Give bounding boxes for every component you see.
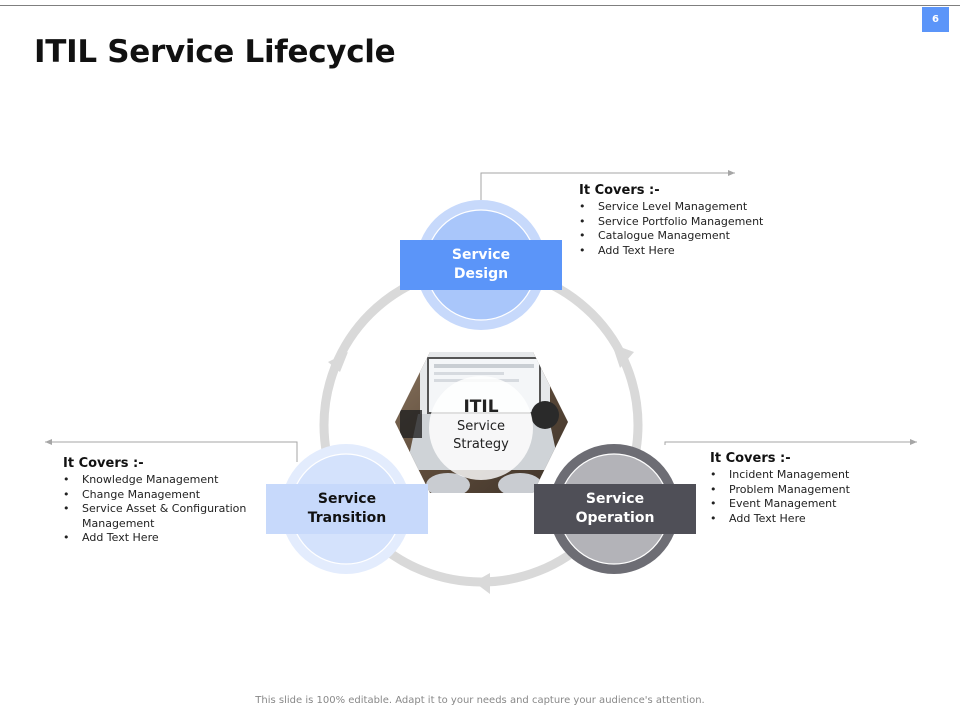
- design-covers-block: It Covers :- Service Level Management Se…: [579, 183, 769, 258]
- service-operation-box: Service Operation: [534, 484, 696, 534]
- page-number-badge: 6: [922, 7, 949, 32]
- service-design-box: Service Design: [400, 240, 562, 290]
- service-operation-line2: Operation: [575, 510, 655, 526]
- service-operation-line1: Service: [585, 491, 645, 507]
- connector-lines: [45, 172, 917, 462]
- operation-covers-block: It Covers :- Incident Management Problem…: [710, 451, 900, 526]
- service-transition-line2: Transition: [307, 510, 387, 526]
- service-transition-line1: Service: [317, 491, 377, 507]
- design-covers-heading: It Covers :-: [579, 183, 660, 198]
- list-item: Change Management: [63, 488, 253, 503]
- list-item: Catalogue Management: [579, 229, 769, 244]
- service-transition-box: Service Transition: [266, 484, 428, 534]
- top-rule: [0, 5, 960, 6]
- operation-covers-list: Incident Management Problem Management E…: [710, 468, 900, 526]
- transition-covers-list: Knowledge Management Change Management S…: [63, 473, 253, 546]
- strategy-label: ITIL Service Strategy: [441, 396, 521, 454]
- transition-covers-block: It Covers :- Knowledge Management Change…: [63, 456, 253, 546]
- footer-note: This slide is 100% editable. Adapt it to…: [255, 695, 705, 706]
- list-item: Add Text Here: [63, 531, 253, 546]
- operation-covers-heading: It Covers :-: [710, 451, 791, 466]
- list-item: Event Management: [710, 497, 900, 512]
- list-item: Knowledge Management: [63, 473, 253, 488]
- transition-covers-heading: It Covers :-: [63, 456, 144, 471]
- list-item: Service Level Management: [579, 200, 769, 215]
- list-item: Service Asset & Configuration Management: [63, 502, 253, 531]
- service-design-line2: Design: [453, 266, 509, 282]
- list-item: Problem Management: [710, 483, 900, 498]
- strategy-subtitle-line2: Strategy: [453, 437, 509, 452]
- list-item: Incident Management: [710, 468, 900, 483]
- service-design-line1: Service: [451, 247, 511, 263]
- list-item: Service Portfolio Management: [579, 215, 769, 230]
- ring-arrow-bottom: [474, 573, 490, 594]
- design-covers-list: Service Level Management Service Portfol…: [579, 200, 769, 258]
- strategy-title: ITIL: [463, 397, 499, 417]
- strategy-subtitle-line1: Service: [456, 419, 506, 434]
- connector-arrow-design: [728, 170, 735, 176]
- ring-arrow-right: [612, 344, 634, 368]
- strategy-center-disc: [429, 376, 533, 480]
- list-item: Add Text Here: [710, 512, 900, 527]
- page-title: ITIL Service Lifecycle: [34, 34, 396, 70]
- list-item: Add Text Here: [579, 244, 769, 259]
- connector-arrow-transition: [45, 439, 52, 445]
- connector-arrow-operation: [910, 439, 917, 445]
- ring-arrow-left: [328, 352, 348, 372]
